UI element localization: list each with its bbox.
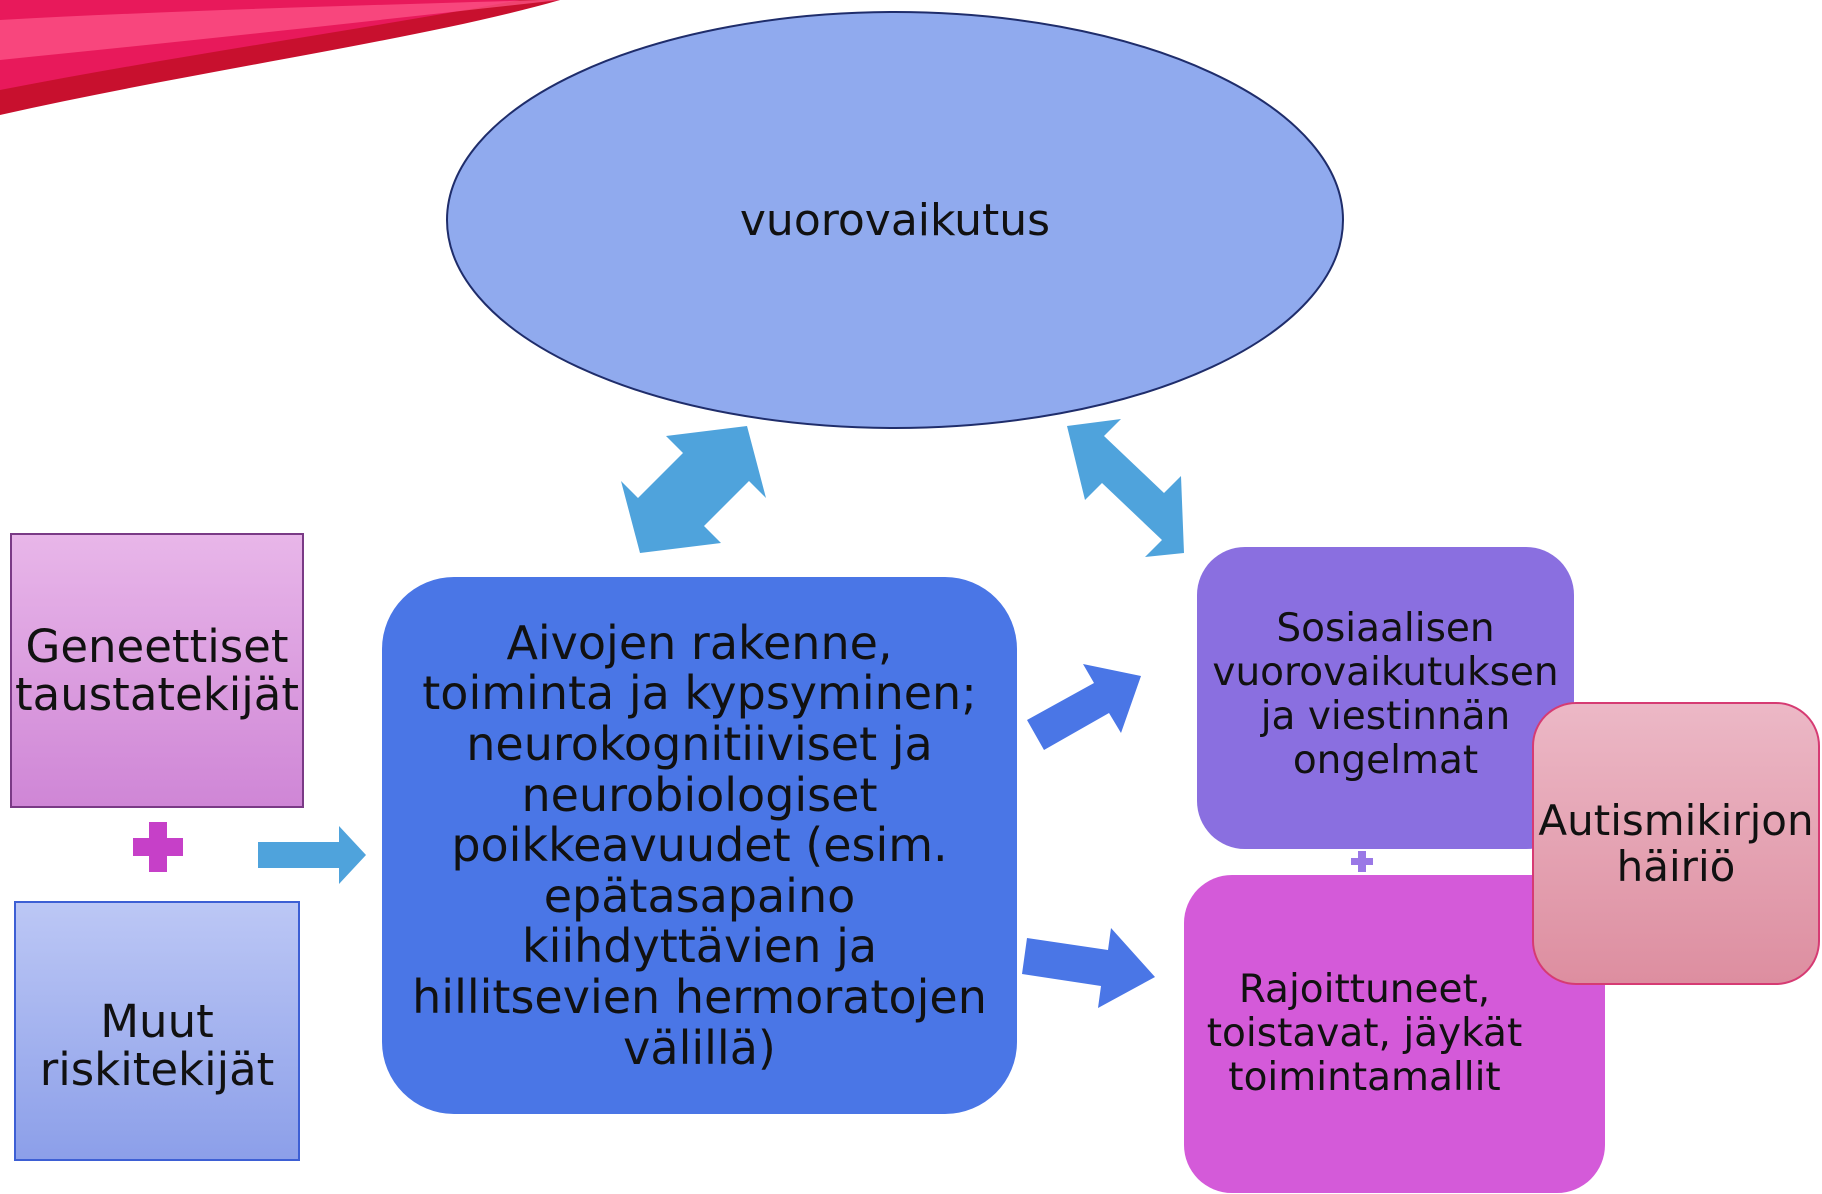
double-arrow-right [1067,419,1184,557]
social-communication-box: Sosiaalisen vuorovaikutuksen ja viestinn… [1197,547,1574,849]
arrow-brain-to-social [1027,664,1141,750]
interaction-ellipse [446,11,1344,429]
double-arrow-left [621,426,766,553]
brain-structure-box: Aivojen rakenne, toiminta ja kypsyminen;… [382,577,1017,1114]
autism-spectrum-box: Autismikirjon häiriö [1532,702,1820,985]
decorative-swoosh [0,0,560,115]
arrow-risk-to-brain [258,826,366,884]
small-plus-sign [1351,851,1373,872]
genetic-factors-box: Geneettiset taustatekijät [10,533,304,808]
other-risk-factors-box: Muut riskitekijät [14,901,300,1161]
plus-sign [133,822,183,872]
interaction-label: vuorovaikutus [739,194,1051,246]
arrow-brain-to-restricted [1022,928,1155,1008]
